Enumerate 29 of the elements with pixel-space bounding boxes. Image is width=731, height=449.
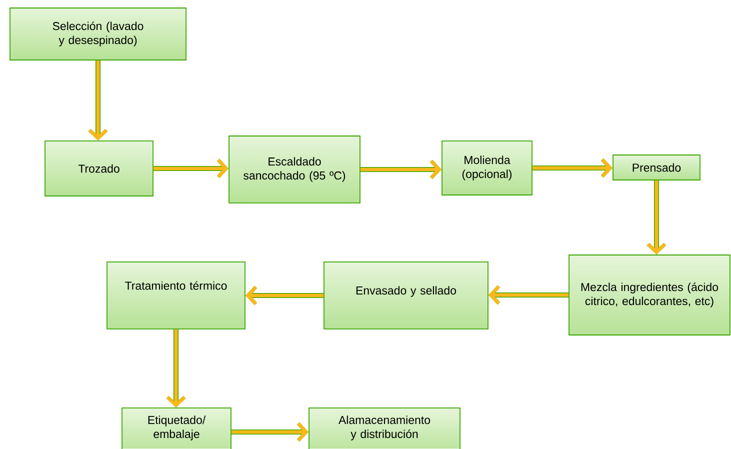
node-label: Molienda (opcional) — [462, 156, 512, 180]
node-label: Alamacenamiento y distribución — [338, 416, 430, 440]
node-label: Mezcla ingredientes (ácido citrico, edulcorantes, etc) — [581, 282, 718, 308]
node-label: Trozado — [78, 164, 120, 173]
process-box — [122, 408, 232, 449]
arrow — [166, 329, 186, 408]
process-box — [106, 262, 246, 330]
process-box — [324, 262, 488, 330]
arrow — [532, 158, 613, 178]
arrow — [245, 286, 324, 306]
process-box — [308, 408, 460, 449]
process-box — [612, 154, 700, 180]
arrow — [88, 60, 108, 141]
node-label: Tratamiento térmico — [125, 281, 227, 290]
node-label: Selección (lavado y desespinado) — [52, 22, 144, 46]
arrow — [360, 160, 442, 180]
arrow — [231, 422, 309, 442]
process-box — [44, 140, 154, 196]
node-label: Envasado y sellado — [356, 286, 456, 297]
node-label: Etiquetado/ embalaje — [148, 416, 206, 440]
process-box — [568, 254, 730, 336]
node-label: Prensado — [632, 163, 681, 172]
process-box — [228, 136, 360, 204]
process-box — [10, 8, 186, 60]
process-box — [442, 140, 532, 196]
arrow — [488, 285, 569, 305]
arrow — [153, 158, 229, 178]
node-label: Escaldado sancochado (95 ºC) — [244, 157, 346, 182]
arrow — [646, 180, 666, 255]
